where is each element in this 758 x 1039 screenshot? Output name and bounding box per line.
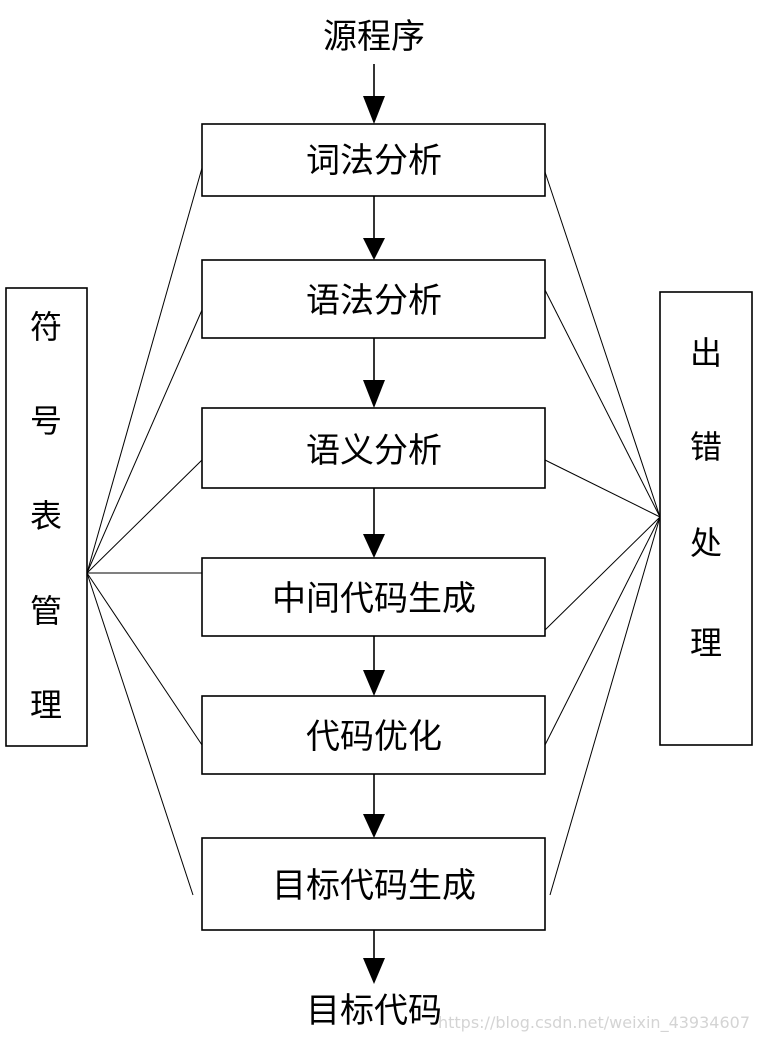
right-connector-3 — [544, 459, 661, 518]
stage-label: 语义分析 — [306, 431, 442, 471]
panel-char: 符 — [30, 308, 62, 346]
stage-label: 代码优化 — [306, 717, 442, 757]
symbol-table-management-panel: 符 号 表 管 理 — [5, 287, 88, 747]
panel-char: 表 — [30, 497, 62, 535]
left-connector-2 — [86, 309, 203, 574]
stage-box — [201, 837, 546, 931]
panel-box — [659, 291, 753, 746]
arrow-semantic-to-ir — [363, 488, 385, 558]
arrow-lexical-to-syntax — [363, 196, 385, 260]
stage-box — [201, 123, 546, 197]
panel-char: 理 — [690, 624, 722, 662]
stage-syntax-analysis: 语法分析 — [201, 259, 546, 339]
right-connector-1 — [544, 171, 661, 518]
stage-semantic-analysis: 语义分析 — [201, 407, 546, 489]
arrow-optimization-to-codegen — [363, 774, 385, 838]
right-connectors — [544, 171, 661, 896]
stage-intermediate-code-generation: 中间代码生成 — [201, 557, 546, 637]
left-connectors — [86, 167, 203, 896]
left-connector-6 — [86, 572, 194, 896]
panel-char: 理 — [30, 686, 62, 724]
stage-box — [201, 259, 546, 339]
watermark: https://blog.csdn.net/weixin_43934607 — [438, 1013, 750, 1033]
panel-char: 出 — [690, 334, 722, 372]
right-connector-5 — [544, 516, 661, 746]
panel-box — [5, 287, 88, 747]
stage-lexical-analysis: 词法分析 — [201, 123, 546, 197]
stage-label: 目标代码生成 — [272, 866, 476, 906]
left-connector-1 — [86, 167, 203, 574]
stage-label: 词法分析 — [306, 141, 442, 181]
stage-box — [201, 695, 546, 775]
left-connector-5 — [86, 572, 203, 746]
arrow-codegen-to-target — [363, 930, 385, 984]
arrow-syntax-to-semantic — [363, 338, 385, 408]
panel-char: 错 — [690, 428, 722, 466]
stage-box — [201, 407, 546, 489]
stage-label: 中间代码生成 — [272, 579, 476, 619]
panel-char: 号 — [30, 402, 62, 440]
stage-label: 语法分析 — [306, 281, 442, 321]
panel-char: 处 — [690, 524, 722, 562]
right-connector-2 — [544, 289, 661, 518]
stage-target-code-generation: 目标代码生成 — [201, 837, 546, 931]
source-label: 源程序 — [323, 17, 425, 57]
target-label: 目标代码 — [306, 991, 442, 1031]
right-connector-4 — [544, 516, 661, 631]
arrow-source-to-lexical — [363, 64, 385, 124]
panel-char: 管 — [30, 592, 62, 630]
stage-box — [201, 557, 546, 637]
stage-code-optimization: 代码优化 — [201, 695, 546, 775]
right-connector-6 — [549, 516, 661, 896]
error-handling-panel: 出 错 处 理 — [659, 291, 753, 746]
left-connector-3 — [86, 459, 203, 574]
arrow-ir-to-optimization — [363, 636, 385, 696]
